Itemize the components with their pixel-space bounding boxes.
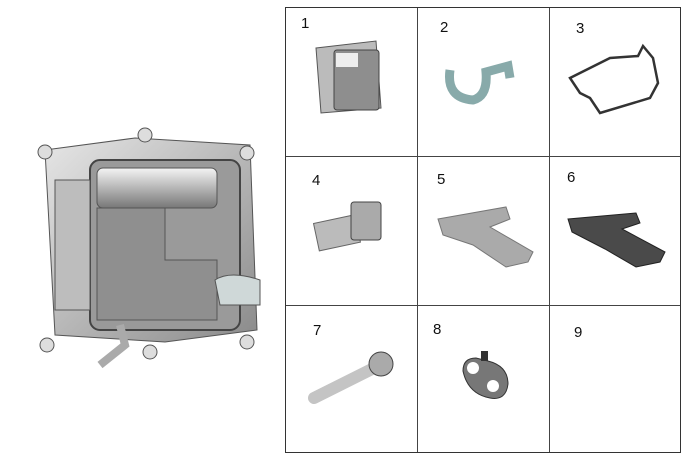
part-number: 6 bbox=[567, 169, 576, 186]
clamp-image bbox=[444, 60, 515, 105]
part-cell-7: 7 bbox=[286, 306, 418, 455]
part-cell-5: 5 bbox=[418, 157, 550, 306]
grid-divider bbox=[549, 8, 550, 452]
grid-divider bbox=[417, 8, 418, 452]
part-cell-3: 3 bbox=[550, 8, 682, 157]
parts-grid: 1 2 3 4 5 6 7 bbox=[285, 7, 681, 453]
part-number: 4 bbox=[312, 172, 321, 189]
part-number: 7 bbox=[313, 322, 322, 339]
part-number: 9 bbox=[574, 324, 583, 341]
part-cell-8: 8 bbox=[418, 306, 550, 455]
long-bolt-image bbox=[308, 351, 394, 404]
baffle-gasket-image bbox=[567, 212, 666, 268]
part-cell-1: 1 bbox=[286, 8, 418, 157]
oil-pan-image bbox=[315, 40, 382, 114]
short-bolt-image bbox=[312, 201, 382, 252]
part-cell-4: 4 bbox=[286, 157, 418, 306]
grid-divider bbox=[286, 156, 680, 157]
gasket-image bbox=[568, 43, 660, 115]
oil-pan-assembly-image bbox=[37, 127, 261, 369]
part-number: 2 bbox=[440, 19, 449, 36]
part-number: 3 bbox=[576, 20, 585, 37]
part-number: 1 bbox=[301, 15, 310, 32]
grid-divider bbox=[286, 305, 680, 306]
part-cell-2: 2 bbox=[418, 8, 550, 157]
part-number: 8 bbox=[433, 321, 442, 338]
part-cell-6: 6 bbox=[550, 157, 682, 306]
part-number: 5 bbox=[437, 171, 446, 188]
part-cell-9: 9 bbox=[550, 306, 682, 455]
bracket-image bbox=[462, 351, 509, 399]
baffle-plate-image bbox=[437, 206, 534, 268]
